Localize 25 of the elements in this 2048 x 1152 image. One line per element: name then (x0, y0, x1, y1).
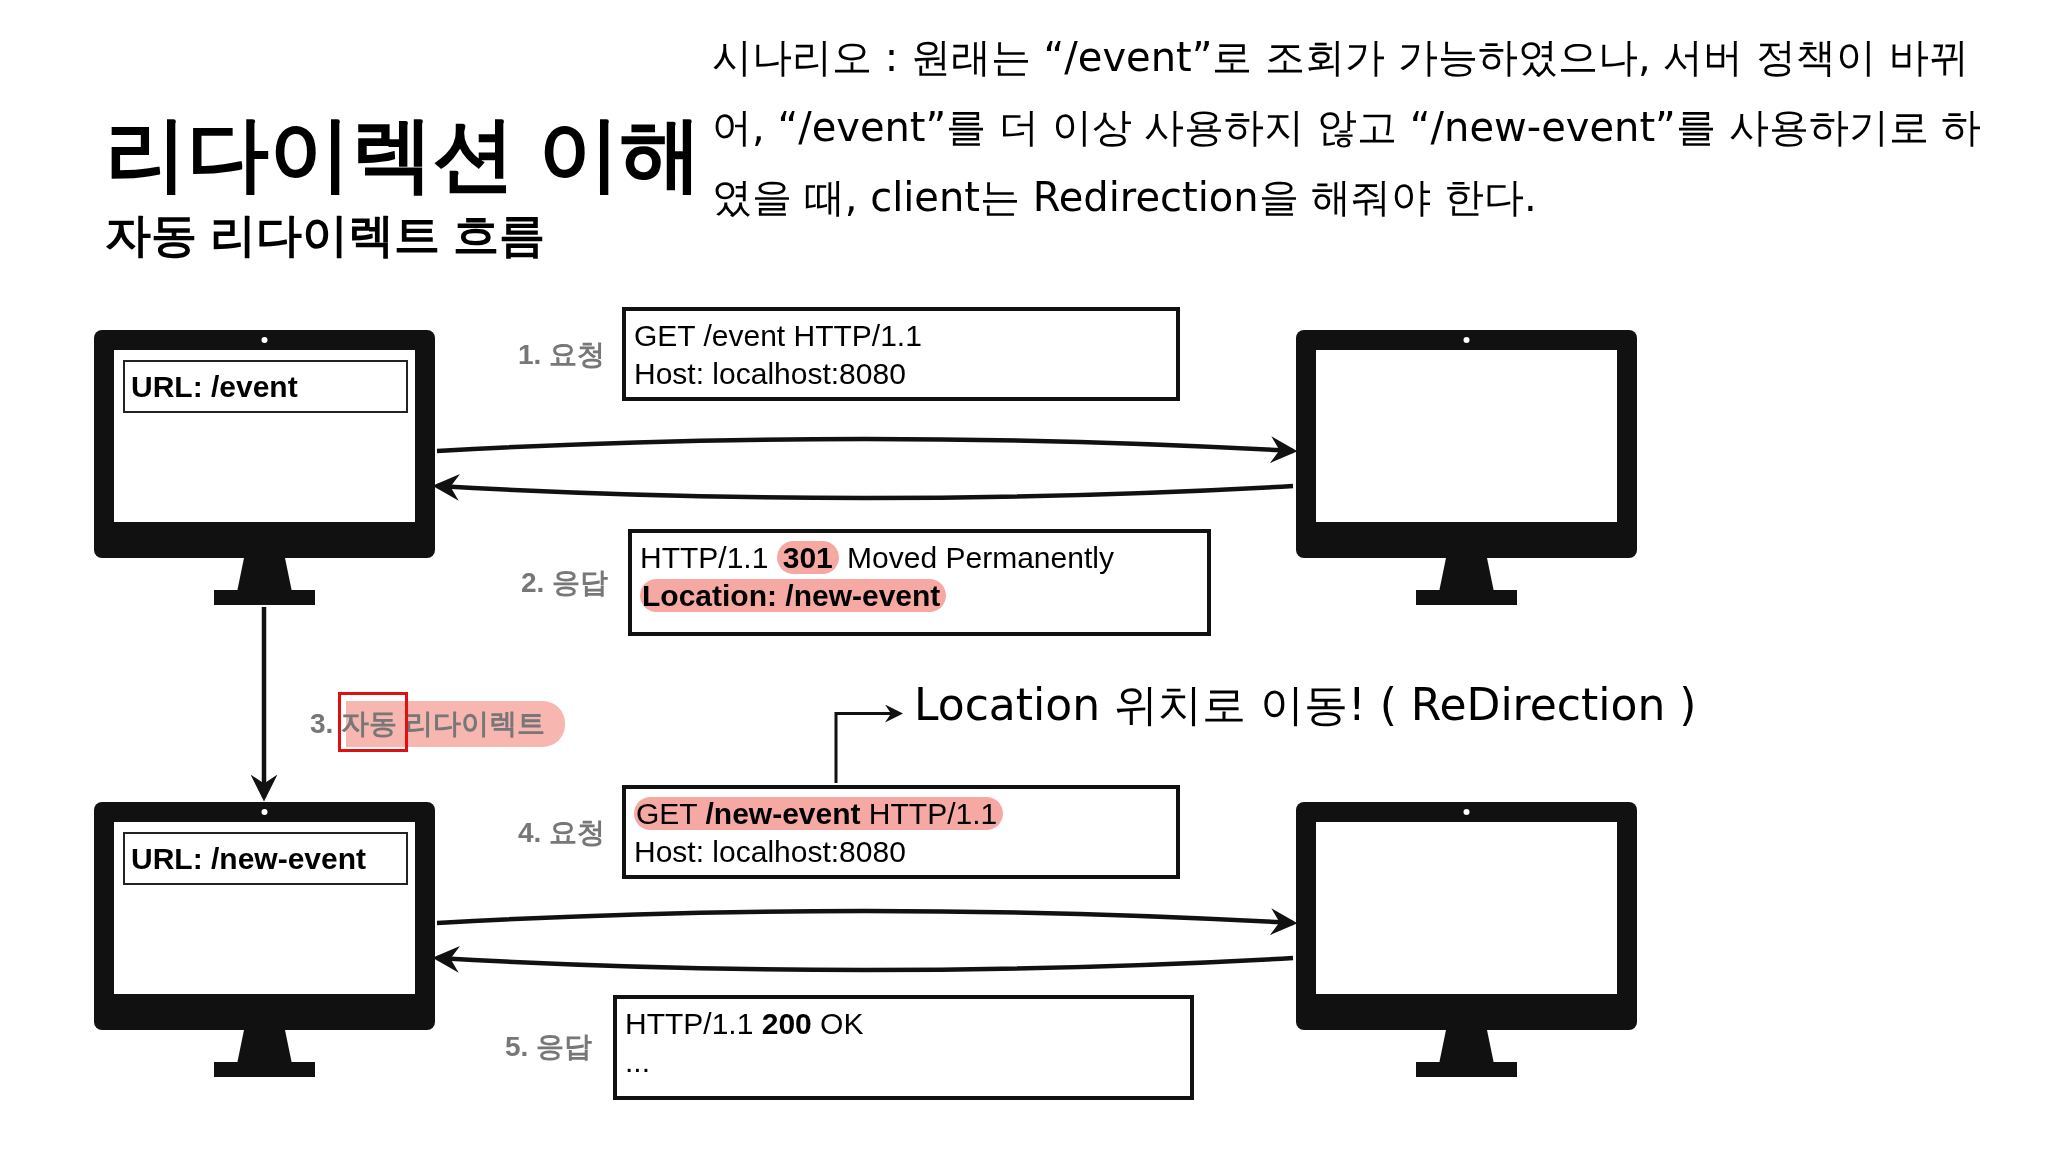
message-header-line: ... (625, 1045, 650, 1078)
step-label: 2. 응답 (521, 566, 609, 600)
handwritten-note: 시나리오 : 원래는 “/event”로 조회가 가능하였으나, 서버 정책이 바뀌어, “/event”를 더 이상 사용하지 않고 “/new-event”를 사용하기로 하였을 때, client는 Redirection을 해줘야 한다. (712, 33, 1983, 222)
leader-arrow (834, 704, 903, 783)
message-header-line: Location: /new-event (640, 579, 947, 612)
http-message-box (622, 307, 1180, 401)
arrow (436, 908, 1298, 936)
arrow (436, 436, 1298, 464)
step-label: 5. 응답 (505, 1030, 593, 1064)
http-message-box (628, 529, 1211, 636)
url-bar: URL: /new-event (123, 832, 408, 885)
url-bar: URL: /event (123, 360, 408, 413)
http-message-box (613, 995, 1194, 1100)
step-label: 4. 요청 (518, 816, 606, 850)
subtitle: 자동 리다이렉트 흐름 (105, 208, 546, 263)
message-header-line: Host: localhost:8080 (634, 357, 906, 390)
message-start-line: GET /event HTTP/1.1 (634, 319, 922, 352)
message-start-line: HTTP/1.1 200 OK (625, 1007, 864, 1040)
message-header-line: Host: localhost:8080 (634, 835, 906, 868)
message-start-line: GET /new-event HTTP/1.1 (634, 797, 1004, 830)
handwritten-annotation: Location 위치로 이동! ( ReDirection ) (914, 676, 1697, 735)
step-label: 1. 요청 (518, 338, 606, 372)
http-message-box (622, 785, 1180, 879)
message-start-line: HTTP/1.1 301 Moved Permanently (640, 541, 1114, 574)
title: 리다이렉션 이해 (105, 107, 702, 201)
